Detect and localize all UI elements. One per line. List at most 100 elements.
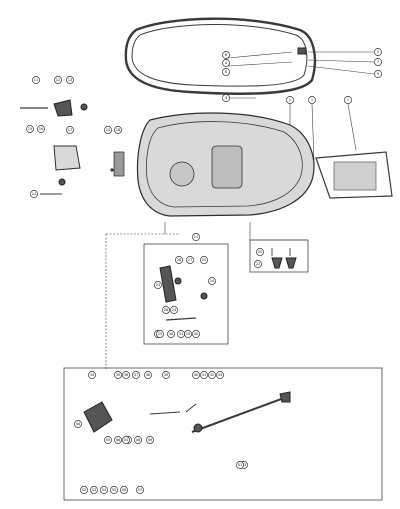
base-center-opening	[211, 145, 243, 189]
svg-text:6: 6	[225, 70, 228, 74]
svg-text:2: 2	[289, 98, 291, 102]
callout-lower-14: 48	[134, 436, 142, 444]
linkage-rod	[191, 397, 285, 433]
svg-text:14: 14	[32, 192, 37, 196]
svg-text:7: 7	[377, 60, 379, 64]
gasket	[315, 151, 393, 199]
callout-lower-22: 56	[120, 486, 128, 494]
callout-bracket-2: 25	[156, 330, 164, 338]
svg-text:49: 49	[148, 438, 153, 442]
svg-text:11: 11	[34, 78, 39, 82]
bracket-subassembly	[249, 239, 309, 273]
svg-text:35: 35	[116, 373, 121, 377]
callout-lower-3: 37	[132, 371, 140, 379]
callout-lower-11: 45	[104, 436, 112, 444]
svg-text:40: 40	[194, 373, 199, 377]
top-cowl-assembly	[124, 17, 316, 95]
svg-text:1: 1	[311, 98, 313, 102]
callout-lower-23: 57	[136, 486, 144, 494]
svg-text:15: 15	[28, 127, 33, 131]
base-pan-assembly	[136, 112, 315, 217]
left-side-parts	[20, 99, 125, 195]
lever-subassembly	[143, 243, 229, 345]
callout-lower-1: 35	[114, 371, 122, 379]
callout-left-5: 17	[66, 126, 74, 134]
callout-bracket-1: 30	[192, 330, 200, 338]
callout-base-2: 22	[254, 260, 262, 268]
callout-lower-15: 49	[146, 436, 154, 444]
svg-text:10: 10	[106, 128, 111, 132]
leader-lines	[105, 51, 375, 370]
callout-left-4: 16	[37, 125, 45, 133]
svg-text:4: 4	[225, 61, 228, 65]
svg-text:53: 53	[92, 488, 97, 492]
svg-text:8: 8	[225, 53, 228, 57]
svg-text:16: 16	[39, 127, 44, 131]
callout-lower-20: 54	[100, 486, 108, 494]
callout-left-8: 14	[30, 190, 38, 198]
callout-base-3: 21	[192, 233, 200, 241]
svg-text:57: 57	[138, 488, 143, 492]
callout-base-0: 1	[344, 96, 352, 104]
svg-text:55: 55	[112, 488, 117, 492]
callout-lower-4: 38	[144, 371, 152, 379]
svg-text:30: 30	[169, 332, 174, 336]
svg-text:23: 23	[156, 283, 161, 287]
callout-left-0: 11	[32, 76, 40, 84]
callout-left-7: 18	[114, 126, 122, 134]
callout-lower-9: 43	[216, 371, 224, 379]
callout-lower-19: 53	[90, 486, 98, 494]
callout-cowl-2: 6	[222, 68, 230, 76]
svg-text:45: 45	[106, 438, 111, 442]
svg-text:24: 24	[172, 308, 177, 312]
svg-text:48: 48	[136, 438, 141, 442]
svg-text:42: 42	[210, 373, 215, 377]
svg-text:27: 27	[188, 258, 193, 262]
callout-lower-6: 40	[192, 371, 200, 379]
callout-lower-17: 51	[236, 461, 244, 469]
callout-lever-2: 25	[200, 256, 208, 264]
callout-lever-6: 24	[170, 306, 178, 314]
svg-text:37: 37	[134, 373, 139, 377]
callout-lower-5: 39	[162, 371, 170, 379]
callout-lever-0: 26	[175, 256, 183, 264]
svg-text:12: 12	[56, 78, 61, 82]
callout-base-1: 20	[256, 248, 264, 256]
svg-text:44: 44	[76, 422, 81, 426]
svg-text:18: 18	[116, 128, 121, 132]
callout-lever-1: 27	[186, 256, 194, 264]
svg-text:46: 46	[116, 438, 121, 442]
callout-lever-4: 23	[154, 281, 162, 289]
svg-text:28: 28	[164, 308, 169, 312]
svg-text:31: 31	[179, 332, 184, 336]
callout-left-2: 13	[66, 76, 74, 84]
callout-left-1: 12	[54, 76, 62, 84]
callout-lever-3: 24	[208, 277, 216, 285]
callout-lower-21: 55	[110, 486, 118, 494]
callout-bracket-0: 29	[184, 330, 192, 338]
svg-text:1: 1	[347, 98, 349, 102]
base-flywheel-opening	[169, 161, 195, 187]
svg-text:17: 17	[68, 128, 73, 132]
svg-text:9: 9	[377, 72, 380, 76]
svg-text:29: 29	[186, 332, 191, 336]
svg-text:54: 54	[102, 488, 107, 492]
callout-lever-5: 28	[162, 306, 170, 314]
throttle-cam	[83, 401, 113, 433]
svg-text:41: 41	[202, 373, 207, 377]
svg-text:36: 36	[124, 373, 129, 377]
svg-text:34: 34	[90, 373, 95, 377]
callout-left-6: 10	[104, 126, 112, 134]
callout-lever-7: 31	[177, 330, 185, 338]
cover-plate	[53, 145, 81, 171]
callout-cowl-6: 3	[222, 94, 230, 102]
callout-lower-0: 34	[88, 371, 96, 379]
svg-text:52: 52	[82, 488, 87, 492]
callout-lower-2: 36	[122, 371, 130, 379]
svg-text:56: 56	[122, 488, 127, 492]
callout-cowl-5: 9	[374, 70, 382, 78]
callout-cowl-8: 1	[308, 96, 316, 104]
svg-text:51: 51	[238, 463, 243, 467]
